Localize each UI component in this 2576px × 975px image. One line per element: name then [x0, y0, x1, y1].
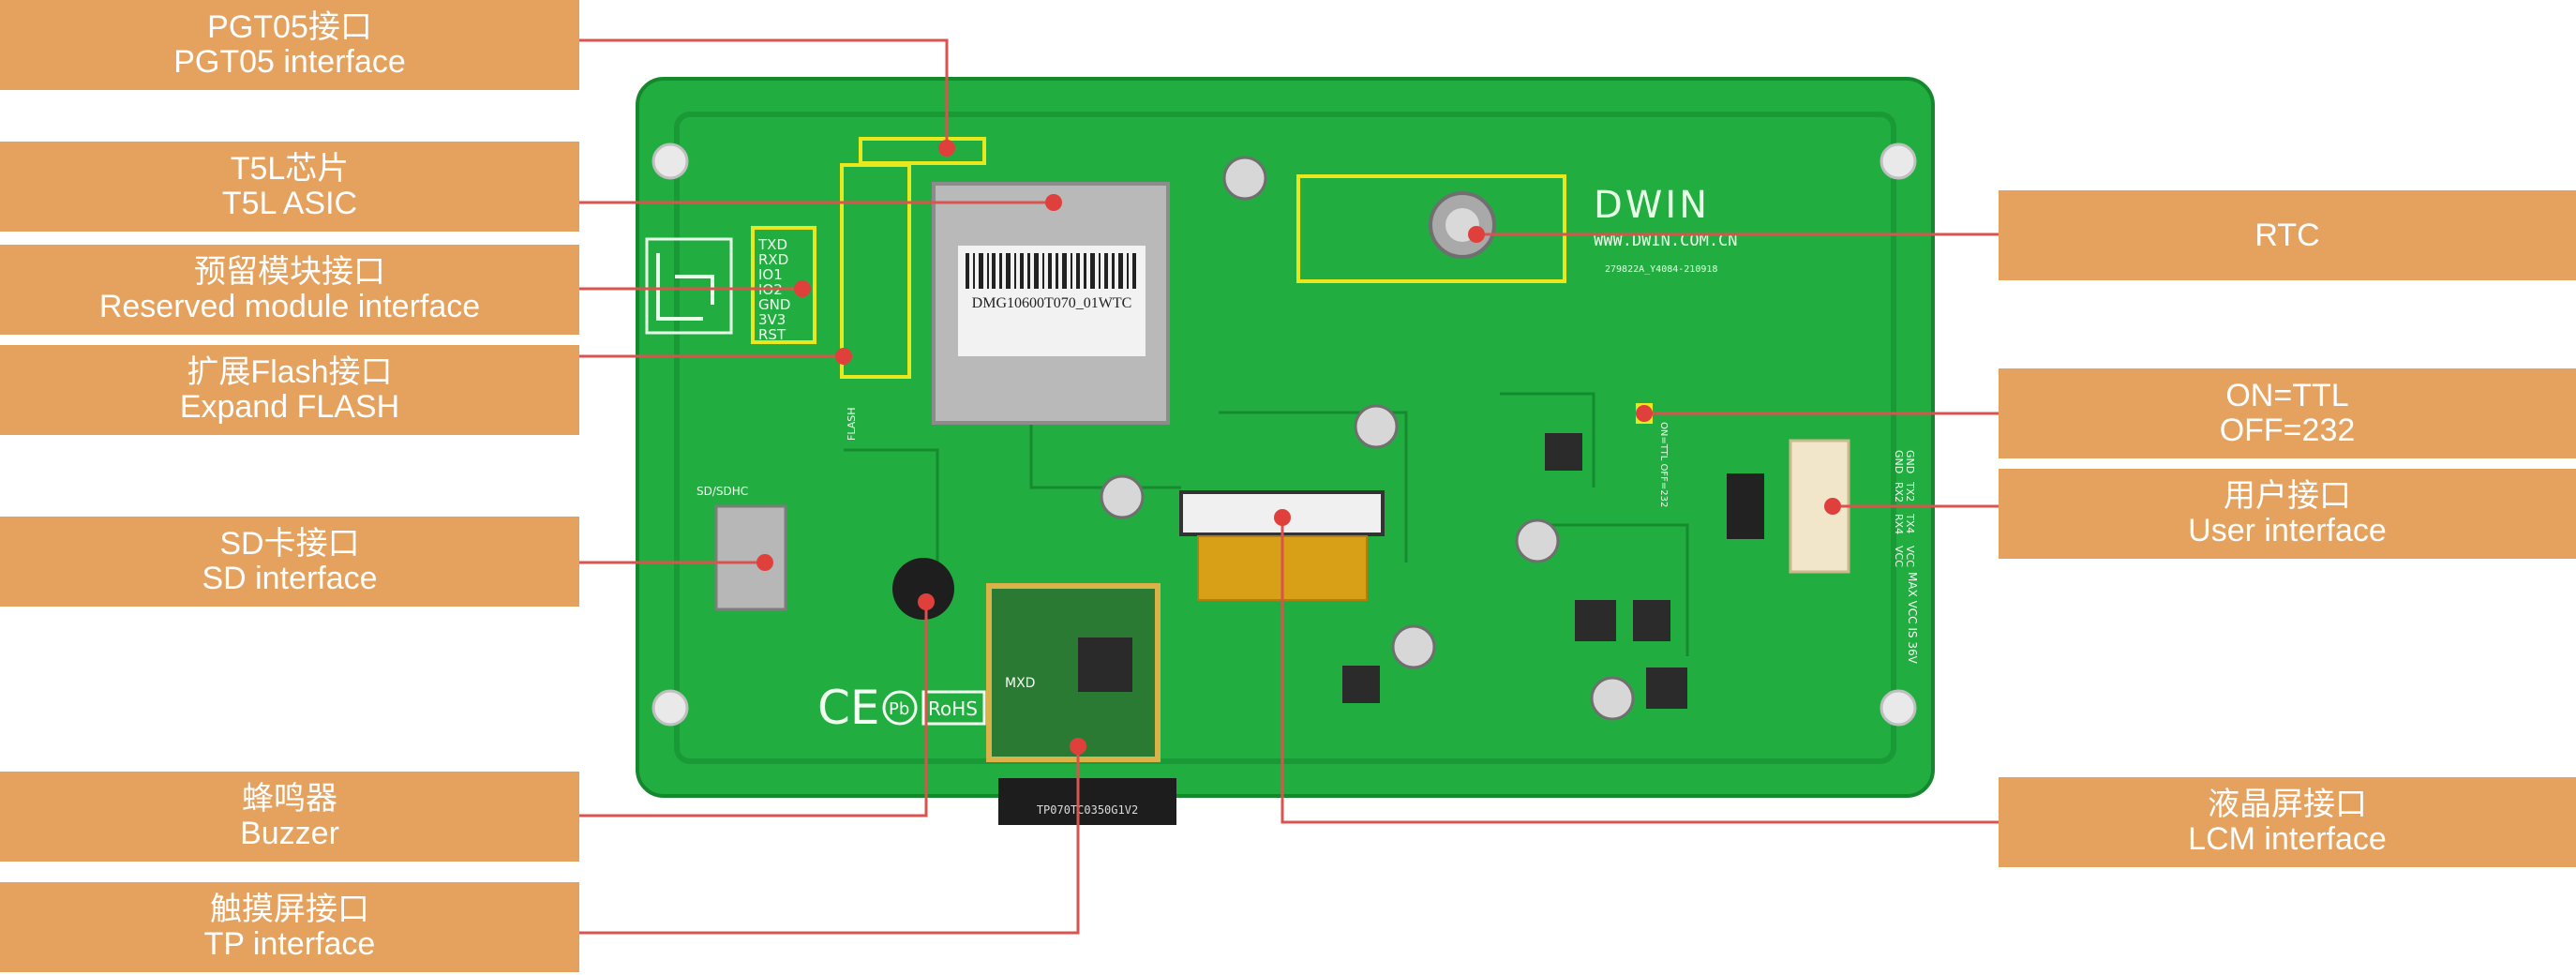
label-buzzer-cn: 蜂鸣器	[242, 781, 337, 817]
reserved-highlight	[751, 226, 816, 344]
label-ttl-line1: ON=TTL	[2225, 378, 2349, 413]
label-t5l-cn: T5L芯片	[230, 151, 350, 187]
label-sd-en: SD interface	[202, 561, 378, 596]
leader-dots	[756, 140, 1841, 755]
label-lcm-en: LCM interface	[2188, 821, 2387, 857]
flash-silk: FLASH	[846, 408, 858, 442]
pin-3v3: 3V3	[758, 311, 786, 328]
pin-rxd: RXD	[758, 251, 788, 268]
sd-silk: SD/SDHC	[696, 485, 748, 498]
label-pgt05-cn: PGT05接口	[207, 9, 372, 45]
label-flash-en: Expand FLASH	[179, 389, 400, 425]
url-silk: WWW.DWIN.COM.CN	[1594, 232, 1738, 250]
buzzer-body	[892, 558, 954, 620]
label-user: 用户接口 User interface	[1999, 469, 2576, 559]
pb-mark: Pb	[889, 699, 909, 719]
leader-pgt05	[579, 38, 949, 148]
pcb-inner-border	[674, 112, 1896, 764]
rohs-box	[921, 690, 986, 726]
pin-tx4: TX4	[1904, 513, 1916, 533]
pin-gnd: GND	[758, 296, 790, 313]
tp-silk: TP070TC0350G1V2	[1037, 803, 1138, 817]
pin-gnd-2: GND	[1904, 450, 1916, 473]
label-ttl-line2: OFF=232	[2219, 412, 2356, 448]
label-pgt05-en: PGT05 interface	[173, 44, 406, 80]
label-rtc: RTC	[1999, 190, 2576, 280]
flash-highlight	[840, 163, 911, 379]
label-sd-cn: SD卡接口	[219, 526, 360, 562]
label-t5l-en: T5L ASIC	[221, 186, 358, 221]
label-sd: SD卡接口 SD interface	[0, 517, 579, 607]
label-reserved-cn: 预留模块接口	[194, 254, 385, 290]
pin-vcc-2: VCC	[1904, 546, 1916, 567]
barcode	[966, 253, 1136, 289]
pgt05-highlight	[859, 137, 986, 165]
rtc-highlight	[1296, 174, 1566, 283]
pin-rx2: RX2	[1893, 482, 1905, 502]
ce-mark: CE	[817, 681, 880, 735]
label-ttl: ON=TTL OFF=232	[1999, 368, 2576, 458]
mxd-silk: MXD	[1005, 676, 1035, 691]
user-connector	[1789, 439, 1850, 574]
pin-tx2: TX2	[1904, 481, 1916, 502]
label-flash-cn: 扩展Flash接口	[187, 354, 393, 390]
label-tp-en: TP interface	[203, 926, 376, 962]
chip-label-text: DMG10600T070_01WTC	[972, 295, 1132, 311]
dwin-logo-silk	[645, 237, 733, 335]
capacitors	[1100, 156, 1635, 721]
tp-ic	[1078, 638, 1132, 692]
pin-rx4: RX4	[1893, 514, 1905, 534]
leader-buzzer	[579, 602, 928, 818]
label-user-cn: 用户接口	[2224, 478, 2351, 514]
pin-io1: IO1	[758, 266, 783, 283]
ttl-silk: ON=TTL OFF=232	[1658, 422, 1669, 507]
pin-gnd-1: GND	[1893, 450, 1905, 473]
label-buzzer-en: Buzzer	[240, 816, 339, 851]
label-rtc-en: RTC	[2254, 217, 2320, 253]
label-reserved-en: Reserved module interface	[98, 289, 481, 324]
label-t5l: T5L芯片 T5L ASIC	[0, 142, 579, 232]
label-flash: 扩展Flash接口 Expand FLASH	[0, 345, 579, 435]
inductors	[1342, 433, 1687, 709]
serial-silk: 279822A_Y4084-210918	[1605, 264, 1717, 275]
label-tp: 触摸屏接口 TP interface	[0, 882, 579, 972]
label-lcm: 液晶屏接口 LCM interface	[1999, 777, 2576, 867]
pb-circle	[882, 690, 918, 726]
label-pgt05: PGT05接口 PGT05 interface	[0, 0, 579, 90]
pin-txd: TXD	[757, 236, 787, 253]
label-buzzer: 蜂鸣器 Buzzer	[0, 772, 579, 862]
leader-lcm	[1281, 518, 1999, 824]
tp-flex	[998, 778, 1176, 825]
label-lcm-cn: 液晶屏接口	[2208, 787, 2367, 822]
user-pins-silk: GND GND RX2 TX2 RX4 TX4 VCC VCC	[1893, 450, 1916, 567]
mounting-holes	[651, 142, 1917, 727]
label-user-en: User interface	[2188, 513, 2387, 548]
sd-slot	[714, 504, 787, 611]
dwin-logo-mark	[656, 253, 714, 321]
pin-vcc-1: VCC	[1893, 546, 1905, 567]
pin-rst: RST	[758, 326, 786, 343]
leader-lines	[579, 38, 1999, 935]
vcc-note-silk: MAX VCC IS 36V	[1906, 572, 1919, 665]
user-header	[1727, 473, 1764, 539]
brand-silk: DWIN	[1594, 184, 1710, 227]
leader-tp	[579, 746, 1080, 935]
rohs-mark: RoHS	[928, 698, 978, 720]
label-reserved: 预留模块接口 Reserved module interface	[0, 245, 579, 335]
label-tp-cn: 触摸屏接口	[210, 892, 369, 927]
